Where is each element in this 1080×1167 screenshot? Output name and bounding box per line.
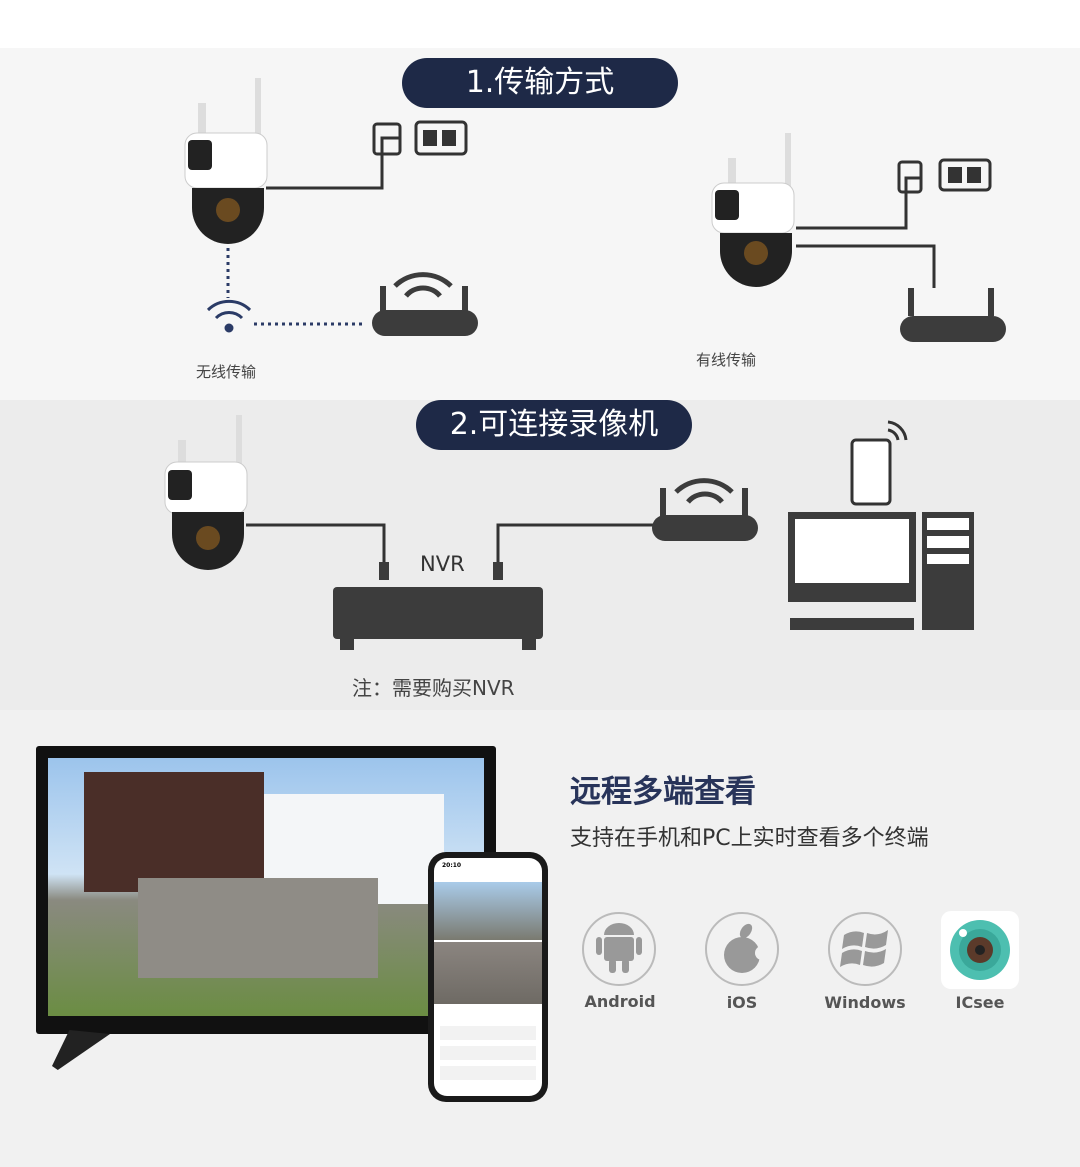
platform-label-icsee: ICsee bbox=[955, 993, 1005, 1012]
remote-view-title: 远程多端查看 bbox=[570, 774, 756, 810]
camera-icon bbox=[711, 133, 795, 287]
smartphone-icon bbox=[850, 420, 908, 506]
router-icon bbox=[900, 288, 1006, 342]
power-adapter-icon bbox=[372, 120, 468, 156]
apple-icon bbox=[705, 912, 779, 986]
wired-label: 有线传输 bbox=[696, 351, 757, 369]
nvr-diagram bbox=[164, 415, 974, 650]
nvr-note: 注：需要购买NVR bbox=[352, 676, 515, 700]
platform-label-windows: Windows bbox=[824, 993, 906, 1012]
wifi-icon bbox=[206, 299, 252, 333]
router-icon bbox=[652, 478, 758, 541]
platform-label-ios: iOS bbox=[726, 993, 758, 1012]
smartphone-app: 20:10 bbox=[428, 852, 548, 1102]
tv-monitor bbox=[36, 746, 496, 1034]
nvr-device-icon bbox=[333, 562, 543, 650]
tv-screen-house-image bbox=[48, 758, 484, 1016]
desktop-computer-icon bbox=[788, 512, 974, 630]
nvr-title: 2.可连接录像机 bbox=[416, 400, 692, 450]
phone-live-view-2 bbox=[434, 942, 542, 1004]
phone-time: 20:10 bbox=[442, 862, 462, 869]
platform-label-android: Android bbox=[584, 992, 656, 1011]
transmission-title: 1.传输方式 bbox=[402, 58, 678, 108]
remote-view-subtitle: 支持在手机和PC上实时查看多个终端 bbox=[570, 826, 929, 851]
icsee-app-icon bbox=[941, 911, 1019, 989]
router-icon bbox=[372, 272, 478, 336]
camera-icon bbox=[164, 415, 248, 570]
power-adapter-icon bbox=[897, 158, 992, 194]
nvr-label: NVR bbox=[420, 552, 465, 576]
phone-live-view-1 bbox=[434, 882, 542, 940]
android-icon bbox=[582, 912, 656, 986]
top-band bbox=[0, 0, 1080, 48]
wireless-label: 无线传输 bbox=[196, 363, 257, 381]
camera-icon bbox=[184, 78, 268, 244]
windows-icon bbox=[828, 912, 902, 986]
transmission-diagram bbox=[184, 78, 1006, 342]
